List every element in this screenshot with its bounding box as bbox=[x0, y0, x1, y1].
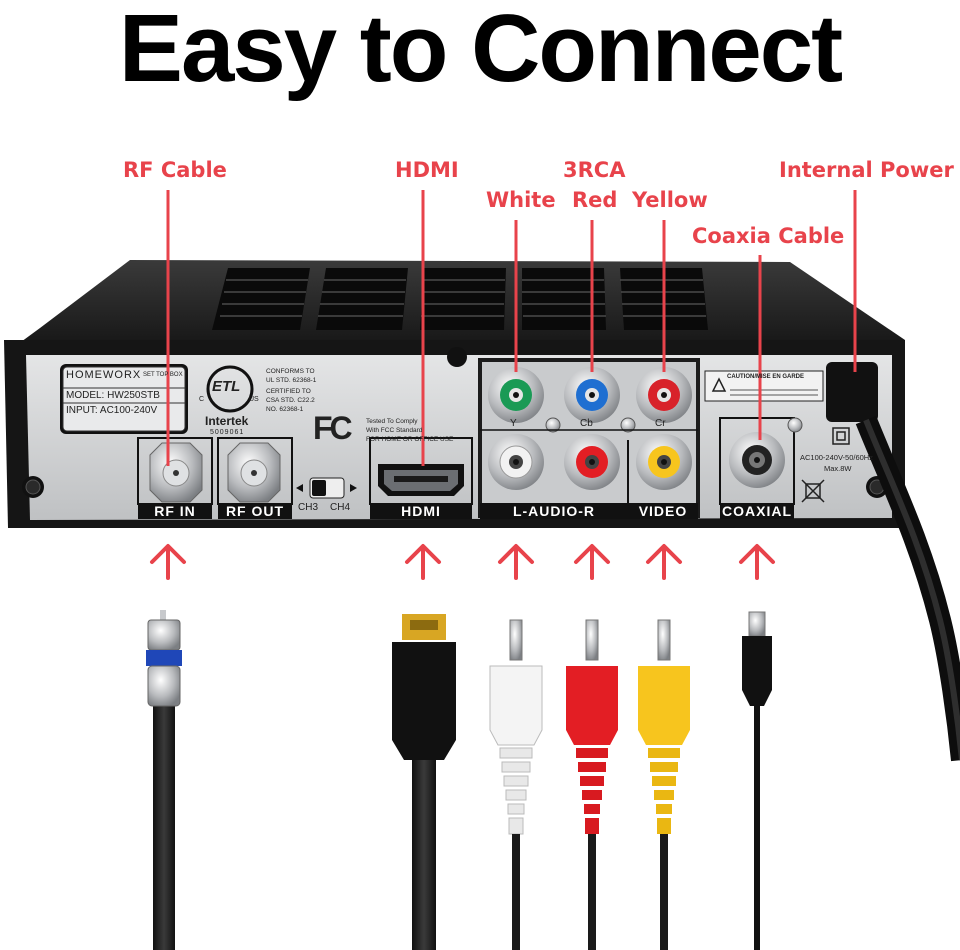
switch-ch3: CH3 bbox=[298, 502, 319, 513]
rca-red-cable bbox=[566, 619, 618, 950]
device-model: MODEL: HW250STB bbox=[66, 390, 160, 401]
fcc-logo: FC bbox=[313, 410, 353, 446]
intertek-label: Intertek bbox=[205, 414, 249, 428]
conforms-5: NO. 62368-1 bbox=[266, 406, 304, 413]
component-cb-label: Cb bbox=[580, 418, 593, 429]
caution-label: CAUTION/MISE EN GARDE bbox=[727, 374, 805, 380]
power-rating-2: Max.8W bbox=[824, 464, 852, 473]
etl-us: US bbox=[249, 396, 259, 403]
device-brand-sub: SET TOP BOX bbox=[143, 372, 183, 378]
intertek-number: 5009061 bbox=[210, 429, 245, 436]
fcc-text-2: With FCC Standard bbox=[366, 427, 423, 434]
fcc-text-3: FOR HOME OR OFFICE USE bbox=[366, 436, 454, 443]
etl-mark: ETL bbox=[212, 378, 241, 395]
callout-coaxia-cable: Coaxia Cable bbox=[692, 224, 845, 248]
hdmi-port bbox=[378, 464, 464, 496]
weee-bin-icon bbox=[801, 479, 825, 503]
callout-rf-cable: RF Cable bbox=[123, 158, 227, 182]
callout-red: Red bbox=[572, 188, 618, 212]
component-y-port bbox=[488, 367, 544, 423]
port-label-audio: L-AUDIO-R bbox=[512, 503, 596, 519]
etl-c: C bbox=[199, 396, 205, 403]
callout-3rca: 3RCA bbox=[563, 158, 626, 182]
rf-in-port bbox=[149, 442, 203, 503]
arrow-yellow bbox=[646, 544, 682, 580]
power-cord bbox=[826, 362, 960, 762]
audio-right-port bbox=[564, 434, 620, 490]
video-port bbox=[636, 434, 692, 490]
conforms-3: CERTIFIED TO bbox=[266, 388, 311, 395]
component-cr-port bbox=[636, 367, 692, 423]
component-y-label: Y bbox=[510, 418, 517, 429]
coaxial-cable bbox=[742, 611, 772, 950]
port-label-coaxial: COAXIAL bbox=[722, 503, 792, 519]
leader-lines bbox=[166, 190, 857, 466]
arrow-red bbox=[574, 544, 610, 580]
headline: Easy to Connect bbox=[118, 0, 843, 102]
hdmi-cable bbox=[392, 614, 456, 950]
vent-slots bbox=[212, 268, 708, 330]
switch-ch4: CH4 bbox=[330, 502, 351, 513]
port-label-rf-out: RF OUT bbox=[225, 503, 285, 519]
power-rating-1: AC100-240V-50/60Hz bbox=[800, 453, 873, 462]
port-label-rf-in: RF IN bbox=[154, 503, 196, 519]
callout-hdmi: HDMI bbox=[395, 158, 459, 182]
audio-left-port bbox=[488, 434, 544, 490]
device-input: INPUT: AC100-240V bbox=[66, 405, 158, 416]
port-label-hdmi: HDMI bbox=[401, 503, 441, 519]
rf-cable bbox=[146, 610, 182, 950]
component-cr-label: Cr bbox=[655, 418, 666, 429]
conforms-1: CONFORMS TO bbox=[266, 368, 315, 375]
callout-internal-power: Internal Power bbox=[779, 158, 954, 182]
arrow-hdmi bbox=[405, 544, 441, 580]
fcc-text-1: Tested To Comply bbox=[366, 418, 418, 425]
arrow-coaxial bbox=[739, 544, 775, 580]
conforms-2: UL STD. 62368-1 bbox=[266, 377, 317, 384]
port-label-video: VIDEO bbox=[638, 503, 688, 519]
rca-white-cable bbox=[489, 619, 543, 950]
rca-yellow-cable bbox=[638, 619, 690, 950]
rf-out-port bbox=[227, 442, 281, 503]
callout-white: White bbox=[486, 188, 556, 212]
conforms-4: CSA STD. C22.2 bbox=[266, 397, 315, 404]
callout-yellow: Yellow bbox=[632, 188, 708, 212]
component-cb-port bbox=[564, 367, 620, 423]
coaxial-port bbox=[729, 432, 785, 488]
device-brand: HOMEWORX bbox=[66, 369, 142, 381]
arrow-white bbox=[498, 544, 534, 580]
arrows bbox=[150, 544, 775, 580]
arrow-rf bbox=[150, 544, 186, 580]
